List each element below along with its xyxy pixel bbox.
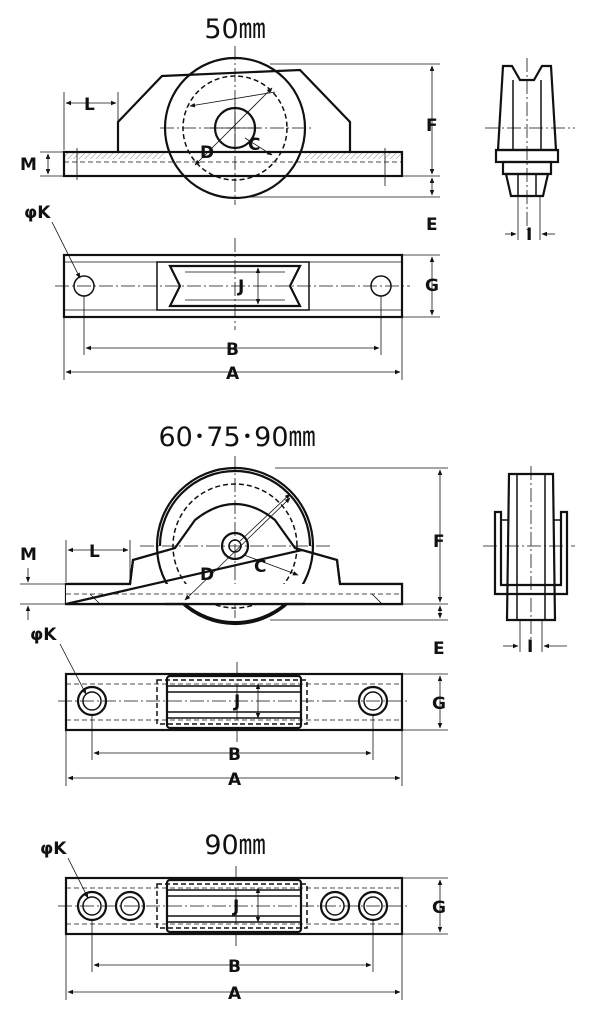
label-B-1: B xyxy=(226,340,239,360)
label-B-2: B xyxy=(228,745,241,765)
label-M-2: M xyxy=(20,545,37,565)
label-F-1: F xyxy=(426,116,438,136)
label-A-3: A xyxy=(228,984,242,1004)
section-50mm: 50㎜ C D L xyxy=(20,14,575,384)
label-K-3: φK xyxy=(40,839,67,859)
label-A-2: A xyxy=(228,770,242,790)
label-M-1: M xyxy=(20,155,37,175)
label-E-2: E xyxy=(433,639,445,659)
label-I-1: I xyxy=(526,225,532,245)
label-L-1: L xyxy=(84,95,95,115)
front-view-60-75-90mm: C D L M F E xyxy=(20,456,448,659)
bottom-view-50mm: J φK G B A xyxy=(24,203,440,384)
front-view-50mm: C D L M F E xyxy=(20,46,440,235)
label-C-2: C xyxy=(254,557,266,577)
label-J-2: J xyxy=(233,692,240,712)
label-J-3: J xyxy=(232,897,239,917)
label-G-2: G xyxy=(432,694,446,714)
label-K-2: φK xyxy=(30,625,57,645)
section-title-50mm: 50㎜ xyxy=(204,14,265,45)
label-L-2: L xyxy=(89,542,100,562)
label-B-3: B xyxy=(228,957,241,977)
section-title-90mm: 90㎜ xyxy=(204,830,265,861)
label-G-3: G xyxy=(432,898,446,918)
label-G-1: G xyxy=(425,276,439,296)
label-J-1: J xyxy=(237,277,244,297)
section-60-75-90mm: 60･75･90㎜ C D L xyxy=(20,422,575,790)
label-F-2: F xyxy=(433,532,445,552)
label-D-2: D xyxy=(200,565,214,585)
bottom-view-90mm: J φK G B A xyxy=(40,839,448,1004)
label-E-1: E xyxy=(426,215,438,235)
section-title-60-75-90mm: 60･75･90㎜ xyxy=(158,422,315,453)
label-C-1: C xyxy=(248,135,260,155)
label-K-1: φK xyxy=(24,203,51,223)
label-A-1: A xyxy=(226,364,240,384)
section-90mm: 90㎜ J φK xyxy=(40,830,448,1004)
side-view-50mm: I xyxy=(485,58,575,245)
label-D-1: D xyxy=(200,143,214,163)
side-view-60-75-90mm: I xyxy=(483,466,575,657)
bottom-view-60-75-90mm: J φK G B A xyxy=(30,625,448,790)
label-I-2: I xyxy=(527,637,533,657)
